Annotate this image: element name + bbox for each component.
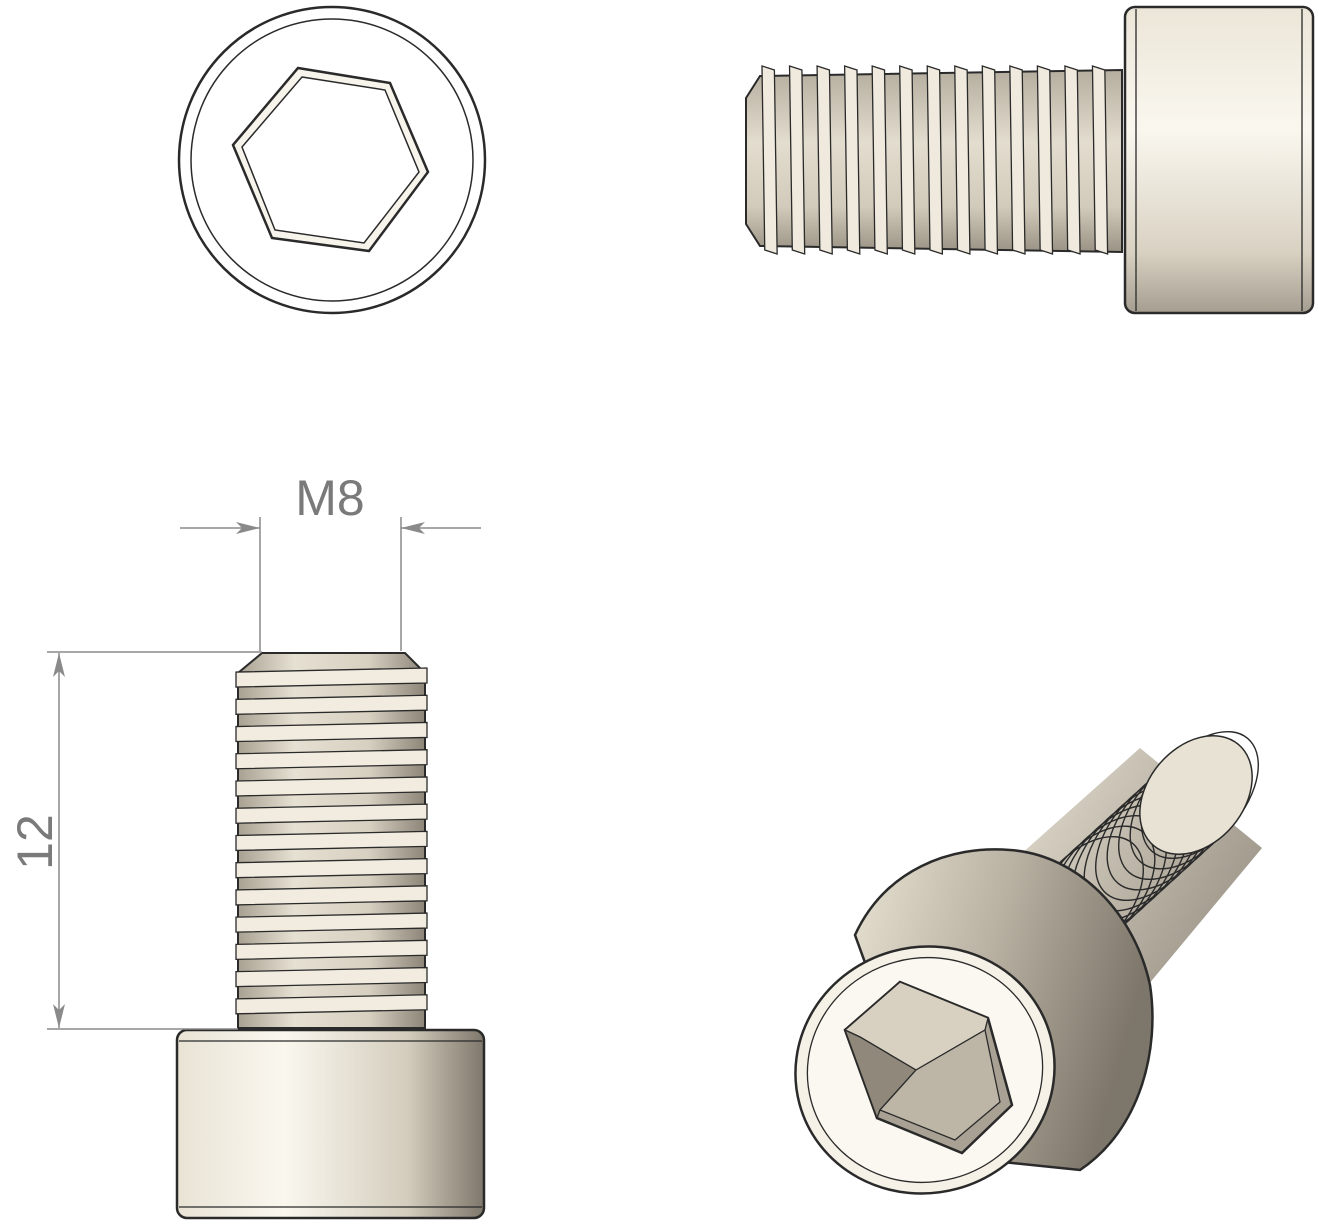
iso-hex-socket bbox=[843, 980, 1014, 1155]
dimension-length: 12 bbox=[7, 651, 262, 1030]
thread-ridge bbox=[926, 65, 944, 255]
hex-socket-inner bbox=[241, 76, 420, 244]
thread-ridge bbox=[235, 721, 428, 743]
diameter-label: M8 bbox=[295, 470, 364, 526]
thread-ridge bbox=[235, 830, 428, 852]
thread-ridge bbox=[235, 803, 428, 824]
thread-ridge bbox=[1036, 65, 1054, 255]
length-label: 12 bbox=[7, 814, 63, 870]
thread-ridge bbox=[235, 667, 428, 688]
thread-ridge bbox=[235, 776, 428, 797]
thread-ridge bbox=[899, 65, 916, 255]
thread-ridge bbox=[788, 65, 806, 255]
thread-ridge bbox=[981, 65, 999, 255]
side-head bbox=[1123, 5, 1315, 315]
thread-ridge bbox=[816, 65, 833, 255]
dimension-diameter: M8 bbox=[180, 470, 481, 651]
thread-ridge bbox=[954, 65, 971, 255]
thread-ridge bbox=[235, 912, 428, 933]
thread-ridge bbox=[1064, 65, 1081, 255]
top-view bbox=[177, 5, 487, 315]
isometric-view bbox=[794, 730, 1262, 1195]
thread-ridge bbox=[871, 65, 888, 255]
side-view bbox=[745, 5, 1315, 315]
thread-ridge bbox=[843, 65, 861, 255]
thread-ridge bbox=[235, 994, 428, 1015]
thread-ridge bbox=[235, 857, 428, 879]
iso-shank-end bbox=[1139, 735, 1253, 855]
front-head bbox=[175, 1028, 486, 1220]
thread-ridge bbox=[1009, 65, 1026, 255]
thread-ridge bbox=[235, 694, 428, 715]
thread-ridge bbox=[761, 65, 778, 255]
thread-ridge bbox=[1091, 65, 1109, 255]
thread-ridge bbox=[235, 939, 428, 961]
thread-ridge bbox=[235, 885, 428, 906]
thread-ridge bbox=[235, 966, 428, 988]
front-view bbox=[175, 652, 486, 1220]
head-chamfer-circle bbox=[190, 18, 474, 302]
front-thread-ridges bbox=[235, 667, 428, 1015]
side-thread-ridges bbox=[761, 65, 1109, 255]
iso-shank bbox=[1020, 730, 1262, 985]
thread-ridge bbox=[235, 749, 428, 770]
